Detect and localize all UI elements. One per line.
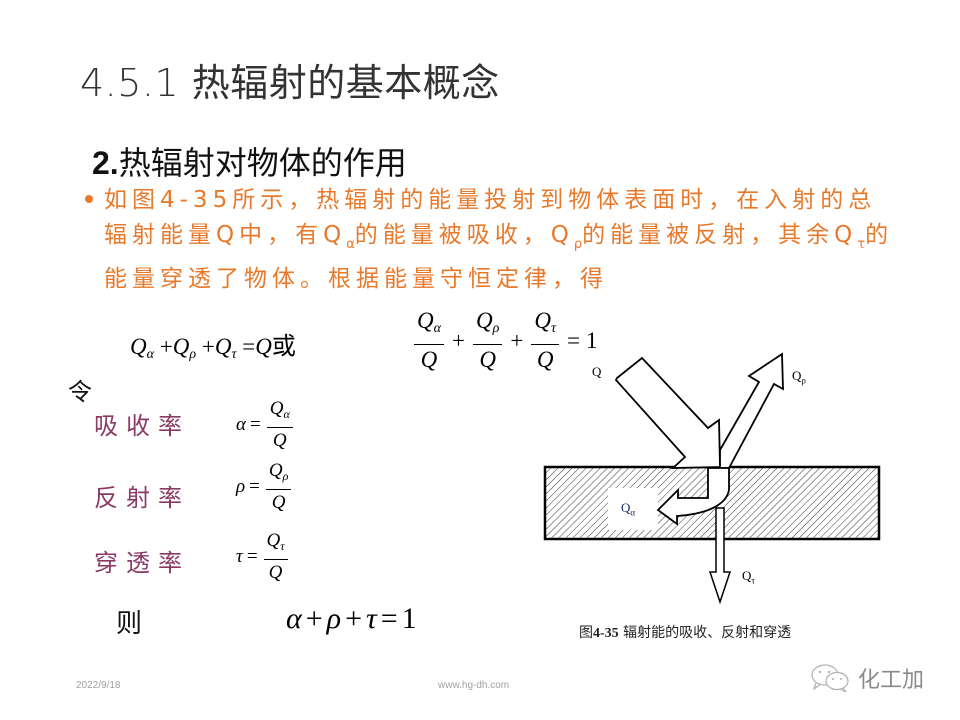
incident-label: Q [592, 364, 602, 379]
footer-url: www.hg-dh.com [438, 680, 510, 691]
section-heading: 2.热辐射对物体的作用 [92, 138, 407, 184]
watermark: 化工加 [810, 662, 924, 694]
bullet-text: 如图4-35所示，热辐射的能量投射到物体表面时，在入射的总辐射能量Q中，有Qα的… [104, 187, 894, 292]
section-title: 热辐射对物体的作用 [118, 144, 407, 182]
final-equation: α+ρ+τ=1 [286, 602, 417, 635]
wechat-icon [811, 664, 849, 693]
transmissivity-label: 穿透率 [94, 549, 190, 577]
watermark-text: 化工加 [858, 668, 925, 693]
bullet-paragraph: 如图4-35所示，热辐射的能量投射到物体表面时，在入射的总辐射能量Q中，有Qα的… [80, 183, 900, 297]
absorbed-label: Qα [621, 500, 636, 518]
absorbed-arrow-icon [656, 467, 730, 526]
slide-title: 4.5.1 热辐射的基本概念 [80, 61, 500, 105]
section-number: 2. [92, 145, 119, 181]
transmitted-arrow-icon [708, 507, 732, 605]
figure-caption: 图4-35 辐射能的吸收、反射和穿透 [579, 625, 792, 641]
let-text: 令 [68, 378, 92, 406]
transmitted-label: Qτ [742, 568, 756, 586]
radiation-diagram: Q Qρ Qα Qτ [530, 340, 890, 620]
energy-sum-equation: Qα +Qρ +Qτ =Q或 [130, 332, 296, 362]
incident-arrow-icon [614, 356, 721, 469]
footer-date: 2022/9/18 [76, 680, 121, 691]
bullet-dot-icon [85, 195, 93, 203]
radiation-diagram-svg [543, 352, 881, 605]
absorptivity-label: 吸收率 [94, 412, 190, 440]
reflectivity-label: 反射率 [94, 484, 190, 512]
or-text: 或 [271, 332, 296, 360]
reflected-arrow-icon [719, 352, 784, 469]
then-text: 则 [116, 609, 143, 639]
reflected-label: Qρ [792, 368, 806, 386]
